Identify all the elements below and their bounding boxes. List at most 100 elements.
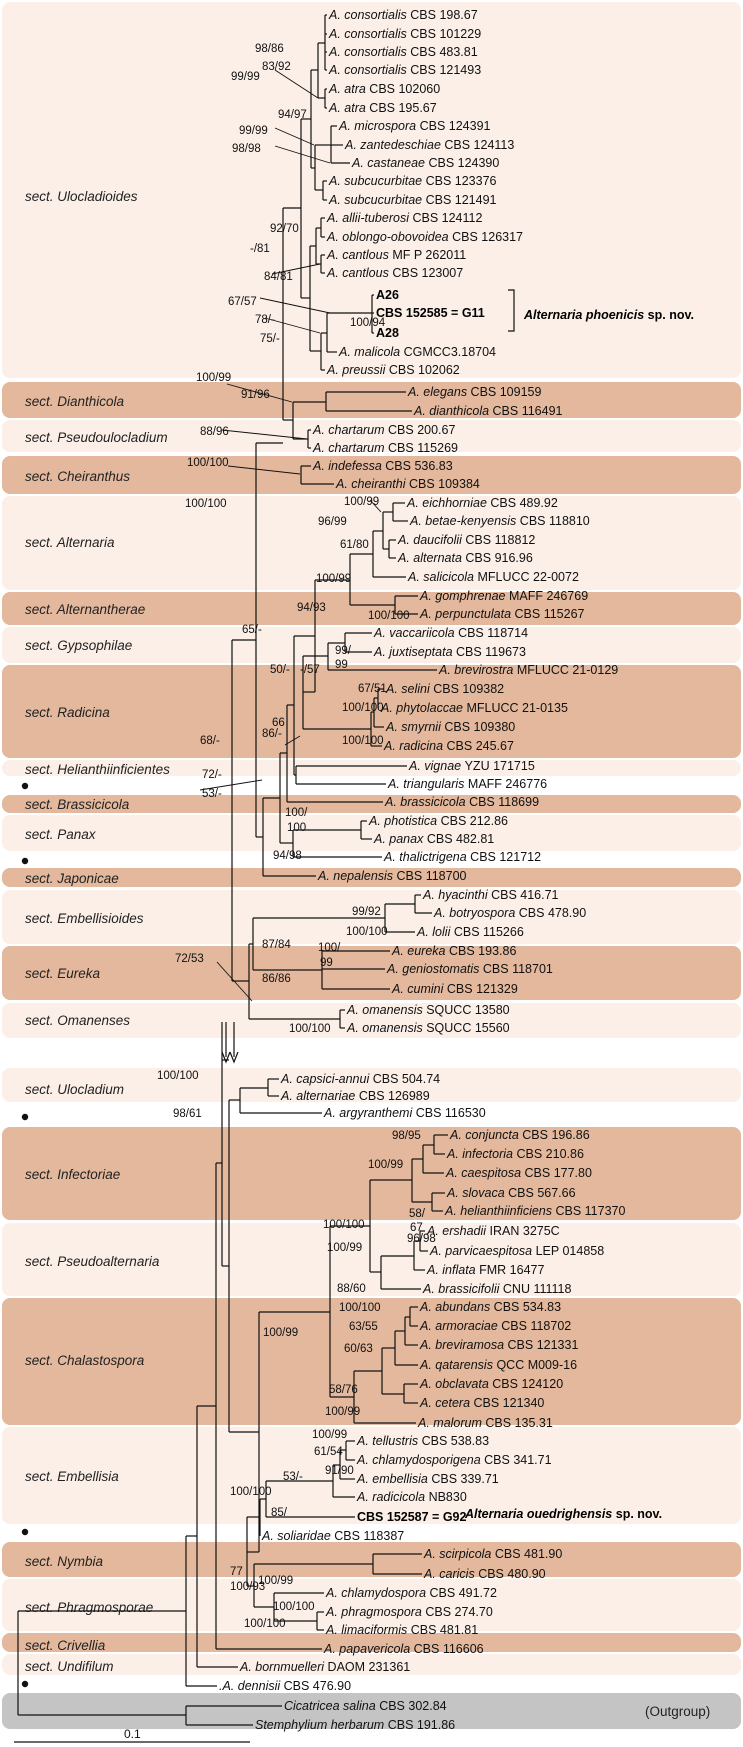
strain-code: CBS 478.90 (519, 906, 586, 920)
taxon-label: Cicatricea salina CBS 302.84 (284, 1699, 447, 1713)
taxon-name: A. parvicaespitosa (429, 1244, 536, 1258)
taxon-label: A. selini CBS 109382 (385, 682, 504, 696)
strain-code: CBS 124113 (444, 138, 514, 152)
taxon-name: A. oblongo-obovoidea (326, 230, 452, 244)
support-value: 100/100 (323, 1219, 365, 1231)
support-value: 100/100 (339, 1302, 381, 1314)
support-value: 72/53 (175, 953, 204, 965)
support-value: 100/ (285, 807, 308, 819)
strain-code: CBS 118810 (520, 514, 590, 528)
taxon-label: CBS 152587 = G92 (357, 1510, 466, 1524)
support-pointer (221, 429, 308, 440)
strain-code: CBS 135.31 (485, 1416, 552, 1430)
taxon-name: A. chlamydosporigena (356, 1453, 484, 1467)
taxon-label: A. ershadii IRAN 3275C (426, 1224, 560, 1238)
taxon-name: A. castaneae (351, 156, 428, 170)
taxon-label: A. alternata CBS 916.96 (397, 551, 533, 565)
taxon-name: A. cantlous (326, 248, 392, 262)
strain-code: MFLUCC 22-0072 (477, 570, 578, 584)
strain-code: CBS 121493 (410, 63, 481, 77)
taxon-label: A. lolii CBS 115266 (416, 925, 524, 939)
taxon-label: A. scirpicola CBS 481.90 (423, 1547, 562, 1561)
taxon-label: A. alternariae CBS 126989 (280, 1089, 430, 1103)
strain-code: QCC M009-16 (496, 1358, 577, 1372)
taxon-name: A. ershadii (426, 1224, 490, 1238)
strain-code: CBS 191.86 (388, 1718, 455, 1732)
strain-code: CBS 118702 (501, 1319, 571, 1333)
strain-code: CBS 302.84 (379, 1699, 446, 1713)
support-value: 100/100 (342, 735, 384, 747)
support-value: 100/99 (344, 496, 379, 508)
taxon-name: A. tellustris (356, 1434, 422, 1448)
unplaced-lineage-dot (21, 1528, 29, 1536)
unplaced-lineage-dot (21, 782, 29, 790)
taxon-label: A. bornmuelleri DAOM 231361 (239, 1660, 410, 1674)
unplaced-lineage-dot (21, 857, 29, 865)
support-value: 68/- (200, 735, 220, 747)
section-label: sect. Alternaria (25, 535, 115, 550)
taxon-label: A. cumini CBS 121329 (391, 982, 518, 996)
taxon-label: A. cetera CBS 121340 (419, 1396, 544, 1410)
taxon-name: A. caespitosa (445, 1166, 525, 1180)
taxon-name: A. phragmospora (325, 1605, 425, 1619)
taxon-label: A. elegans CBS 109159 (407, 385, 541, 399)
strain-code: CBS 534.83 (494, 1300, 561, 1314)
support-value: 91/96 (241, 389, 270, 401)
taxon-label: A. malicola CGMCC3.18704 (338, 345, 496, 359)
strain-code: CBS 118699 (469, 795, 539, 809)
strain-code: CBS 121331 (508, 1338, 579, 1352)
section-band (2, 1633, 741, 1652)
strain-code: CGMCC3.18704 (404, 345, 496, 359)
strain-code: CBS 489.92 (490, 496, 557, 510)
section-label: sect. Crivellia (25, 1638, 106, 1653)
taxon-name: A. nepalensis (317, 869, 397, 883)
taxon-label: A. betae-kenyensis CBS 118810 (409, 514, 590, 528)
section-label: sect. Ulocladioides (25, 189, 138, 204)
strain-code: CBS 274.70 (425, 1605, 492, 1619)
support-value: 53/- (202, 788, 222, 800)
taxon-label: A. perpunctulata CBS 115267 (419, 607, 585, 621)
support-pointer (264, 317, 321, 334)
strain-code: CBS 212.86 (441, 814, 508, 828)
taxon-label: A. malorum CBS 135.31 (417, 1416, 553, 1430)
section-label: sect. Pseudoulocladium (25, 430, 168, 445)
section-label: sect. Nymbia (25, 1554, 104, 1569)
strain-code: CBS 119673 (456, 645, 526, 659)
section-label: sect. Japonicae (25, 871, 119, 886)
support-value: 94/98 (273, 850, 302, 862)
section-label: sect. Chalastospora (25, 1353, 145, 1368)
taxon-label: A. argyranthemi CBS 116530 (323, 1106, 486, 1120)
support-value: -/57 (300, 664, 320, 676)
strain-code: CBS 476.90 (284, 1679, 351, 1693)
taxon-label: A. subcucurbitae CBS 123376 (328, 174, 497, 188)
strain-code: CBS 481.81 (411, 1623, 478, 1637)
support-value: 100/99 (263, 1327, 298, 1339)
section-label: sect. Embellisia (25, 1469, 119, 1484)
strain-code: CBS 109159 (471, 385, 542, 399)
support-value: 67 (410, 1222, 423, 1234)
taxon-name: A. conjuncta (449, 1128, 522, 1142)
taxon-name: A. omanensis (346, 1021, 426, 1035)
taxon-name: A. brevirostra (438, 663, 517, 677)
support-pointer (271, 263, 321, 275)
taxon-label: Stemphylium herbarum CBS 191.86 (255, 1718, 455, 1732)
strain-code: CBS 116530 (416, 1106, 486, 1120)
support-value: 100/100 (187, 457, 229, 469)
support-value: 98/61 (173, 1108, 202, 1120)
taxon-label: A. caespitosa CBS 177.80 (445, 1166, 592, 1180)
strain-code: SQUCC 15560 (426, 1021, 509, 1035)
section-band (2, 890, 741, 944)
strain-code: SQUCC 13580 (426, 1003, 509, 1017)
taxon-label: A. panax CBS 482.81 (373, 832, 494, 846)
taxon-label: A. microspora CBS 124391 (338, 119, 491, 133)
strain-code: MAFF 246769 (509, 589, 588, 603)
support-value: 84/81 (264, 271, 293, 283)
taxon-label: A. consortialis CBS 101229 (328, 27, 481, 41)
taxon-label: A. radicicola NB830 (356, 1490, 467, 1504)
support-value: 96/98 (407, 1233, 436, 1245)
support-value: 60/63 (344, 1343, 373, 1355)
arrow (229, 1051, 239, 1064)
taxon-label: A. limaciformis CBS 481.81 (325, 1623, 478, 1637)
section-band (2, 1542, 741, 1577)
taxon-label: A. indefessa CBS 536.83 (312, 459, 453, 473)
